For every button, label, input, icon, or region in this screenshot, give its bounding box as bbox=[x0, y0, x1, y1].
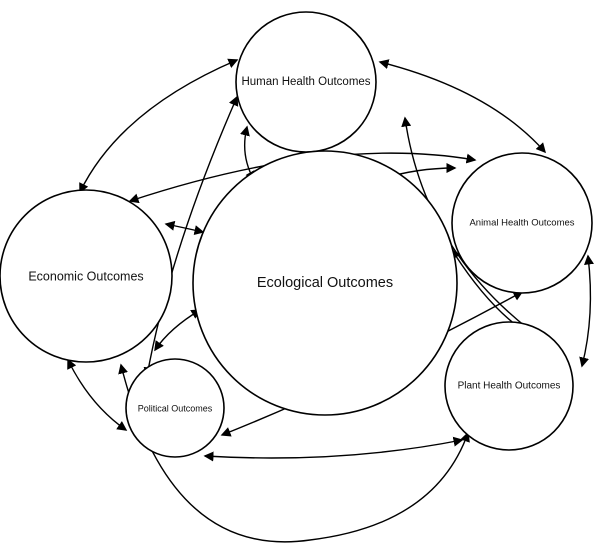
node-animal-circle bbox=[451, 152, 593, 294]
node-ecological-label: Ecological Outcomes bbox=[257, 275, 393, 291]
node-economic-label: Economic Outcomes bbox=[28, 269, 143, 283]
node-animal-health-outcomes: Animal Health Outcomes bbox=[451, 152, 593, 294]
node-political-outcomes: Political Outcomes bbox=[125, 358, 225, 458]
node-human-health-outcomes: Human Health Outcomes bbox=[235, 11, 377, 153]
node-plant-health-outcomes: Plant Health Outcomes bbox=[444, 321, 574, 451]
node-animal-label: Animal Health Outcomes bbox=[469, 218, 574, 229]
node-ecological-circle bbox=[192, 150, 458, 416]
edge-human-animal bbox=[378, 59, 546, 154]
node-plant-label: Plant Health Outcomes bbox=[458, 381, 561, 392]
edge-human-political bbox=[143, 95, 239, 378]
node-economic-circle bbox=[0, 189, 173, 363]
node-ecological-outcomes: Ecological Outcomes bbox=[192, 150, 458, 416]
edge-animal-plant bbox=[579, 254, 594, 368]
edge-ecological-political bbox=[154, 309, 202, 352]
edge-economic-ecological bbox=[164, 220, 205, 236]
nodes-layer: Human Health Outcomes Animal Health Outc… bbox=[0, 11, 593, 458]
node-economic-outcomes: Economic Outcomes bbox=[0, 189, 173, 363]
edge-human-economic bbox=[79, 58, 239, 194]
node-human-label: Human Health Outcomes bbox=[241, 76, 370, 88]
edge-political-plant bbox=[203, 436, 464, 462]
edge-economic-political bbox=[67, 358, 128, 431]
edge-economic-plant bbox=[118, 363, 470, 543]
node-plant-circle bbox=[444, 321, 574, 451]
node-political-label: Political Outcomes bbox=[138, 403, 213, 413]
node-political-circle bbox=[125, 358, 225, 458]
